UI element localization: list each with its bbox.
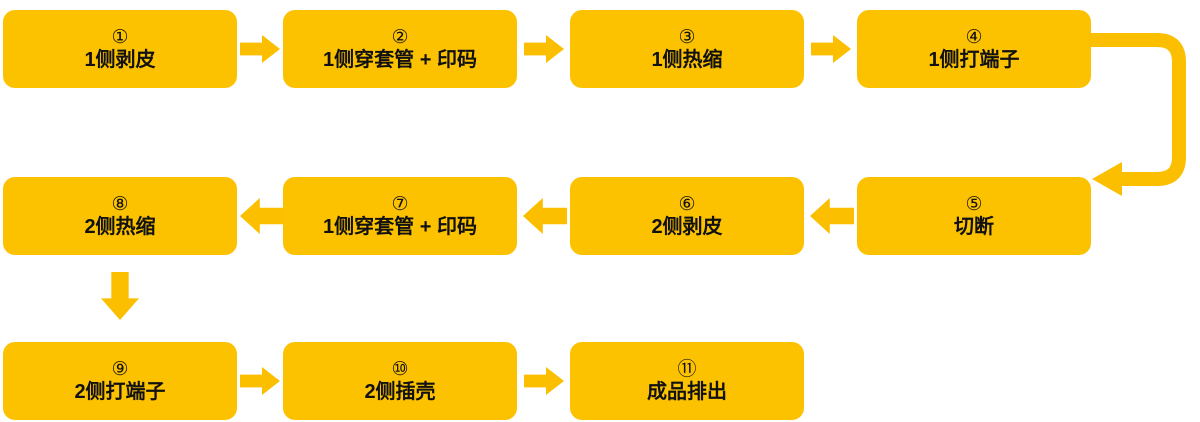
connector-arrow-right-arrow-3-to-4: [811, 35, 851, 63]
node-step-number: ⑤: [965, 192, 983, 215]
connector-arrow-right-arrow-1-to-2: [240, 35, 280, 63]
node-step-label: 切断: [954, 215, 994, 238]
node-step-number: ⑪: [677, 357, 697, 380]
node-step-label: 1侧穿套管 + 印码: [323, 48, 477, 71]
node-step-number: ①: [111, 25, 129, 48]
connector-arrow-left-arrow-5-to-6: [810, 198, 854, 234]
connector-arrow-down-arrow-8-to-9: [101, 272, 139, 320]
connector-arrow-left-arrow-7-to-8: [240, 198, 284, 234]
node-step-label: 成品排出: [647, 380, 727, 403]
connector-elbow-down-left-elbow-4-to-5: [1088, 33, 1194, 217]
connector-arrow-right-arrow-2-to-3: [524, 35, 564, 63]
node-step-label: 2侧插壳: [364, 380, 436, 403]
node-step-number: ②: [391, 25, 409, 48]
connector-arrow-left-arrow-6-to-7: [523, 198, 567, 234]
node-step-label: 1侧剥皮: [84, 48, 156, 71]
node-step-number: ⑥: [678, 192, 696, 215]
connector-arrow-right-arrow-9-to-10: [240, 367, 280, 395]
node-step-label: 2侧打端子: [74, 380, 166, 403]
node-step-number: ⑧: [111, 192, 129, 215]
node-step-label: 1侧打端子: [928, 48, 1020, 71]
node-step-label: 1侧穿套管 + 印码: [323, 215, 477, 238]
connector-arrow-right-arrow-10-to-11: [524, 367, 564, 395]
node-step-label: 1侧热缩: [651, 48, 723, 71]
node-step-number: ⑩: [391, 357, 409, 380]
node-step-label: 2侧热缩: [84, 215, 156, 238]
node-step-number: ⑦: [391, 192, 409, 215]
node-step-label: 2侧剥皮: [651, 215, 723, 238]
node-step-number: ③: [678, 25, 696, 48]
node-step-number: ⑨: [111, 357, 129, 380]
node-step-number: ④: [965, 25, 983, 48]
